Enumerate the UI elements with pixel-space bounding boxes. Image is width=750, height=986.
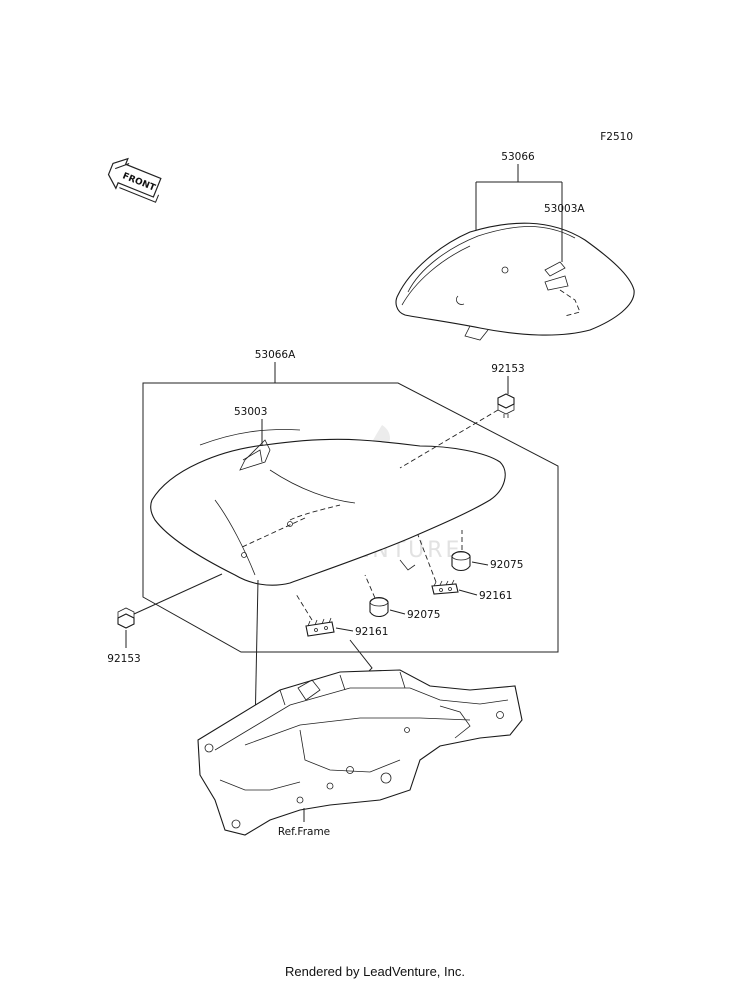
label-bush-right: 92161 (479, 590, 512, 602)
damper-center-leader (389, 609, 406, 615)
figure-code: F2510 (600, 131, 633, 143)
label-seat-assembly: 53066A (255, 349, 296, 361)
bolt-left (117, 607, 135, 629)
label-seat-pad: 53003 (234, 406, 267, 418)
bush-center-leader (335, 627, 354, 632)
rear-frame (197, 669, 523, 836)
label-frame-ref: Ref.Frame (278, 826, 330, 838)
damper-right (451, 550, 471, 572)
seat-assembly-bracket (142, 382, 559, 653)
label-bolt-right: 92153 (491, 363, 524, 375)
damper-right-leader (471, 561, 489, 566)
bush-center-line (295, 593, 313, 621)
bush-right (431, 579, 459, 595)
damper-center-line (364, 574, 376, 599)
cowl-leader-lines (475, 164, 563, 262)
label-damper-right: 92075 (490, 559, 523, 571)
label-bush-center: 92161 (355, 626, 388, 638)
label-damper-center: 92075 (407, 609, 440, 621)
bolt-right-line (399, 409, 499, 469)
label-bolt-left: 92153 (107, 653, 140, 665)
label-cowl-assembly: 53066 (501, 151, 535, 163)
bush-right-line (417, 534, 437, 583)
damper-center (369, 596, 389, 618)
bush-right-leader (458, 589, 478, 596)
seat (150, 429, 506, 586)
bush-center (305, 617, 335, 637)
label-cowl-pad: 53003A (544, 203, 585, 215)
footer-credit: Rendered by LeadVenture, Inc. (285, 964, 465, 979)
seat-cowl (395, 222, 635, 341)
front-arrow-icon: FRONT (107, 157, 162, 203)
bolt-right (497, 393, 515, 418)
bolt-left-line (133, 573, 223, 615)
